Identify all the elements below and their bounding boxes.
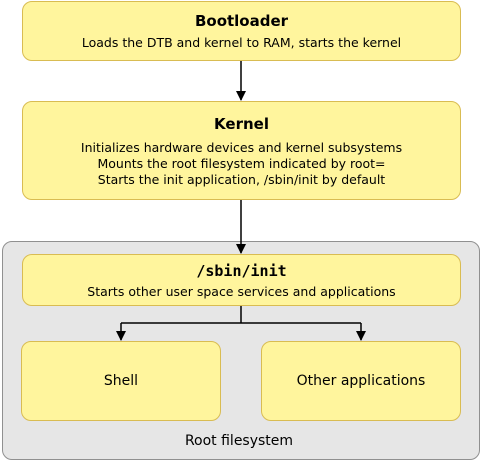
- bootloader-title: Bootloader: [194, 12, 289, 30]
- kernel-description-line-2: Mounts the root filesystem indicated by …: [97, 155, 386, 171]
- kernel-description-line-3: Starts the init application, /sbin/init …: [97, 171, 386, 187]
- kernel-description-line-1: Initializes hardware devices and kernel …: [80, 139, 403, 155]
- init-title: /sbin/init: [196, 261, 287, 280]
- other-applications-box: Other applications: [261, 341, 461, 421]
- init-box: /sbin/init Starts other user space servi…: [22, 254, 461, 306]
- init-description: Starts other user space services and app…: [87, 283, 396, 299]
- shell-box: Shell: [21, 341, 221, 421]
- bootloader-box: Bootloader Loads the DTB and kernel to R…: [22, 1, 461, 61]
- other-applications-label: Other applications: [296, 373, 426, 389]
- shell-label: Shell: [103, 373, 139, 389]
- kernel-title: Kernel: [214, 114, 269, 133]
- root-filesystem-label: Root filesystem: [184, 433, 294, 449]
- bootloader-description: Loads the DTB and kernel to RAM, starts …: [81, 35, 402, 50]
- kernel-box: Kernel Initializes hardware devices and …: [22, 101, 461, 200]
